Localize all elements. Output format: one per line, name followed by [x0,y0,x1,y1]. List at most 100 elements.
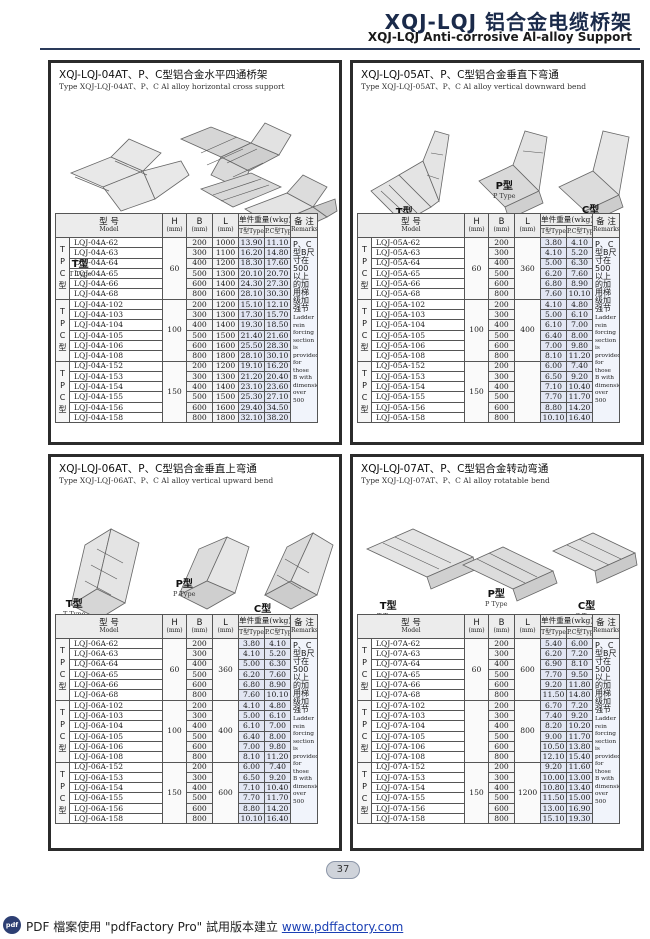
model-cell: LQJ-05A-156 [370,401,466,414]
pc-weight-cell: 8.90 [566,278,594,290]
b-cell: 800 [186,412,214,424]
model-cell: LQJ-04A-104 [68,319,164,331]
model-header-cn: 型 号 [99,217,119,228]
pc-weight-cell: 15.40 [566,751,594,763]
l-cell: 600 [514,638,542,701]
b-cell: 800 [488,813,516,825]
t-weight-cell: 17.30 [238,309,266,321]
t-weight-cell: 15.10 [540,813,568,825]
panel-title: XQJ-LQJ-06AT、P、C型铝合金垂直上弯通 [59,463,257,475]
upward-bend-illustration [70,528,334,620]
pc-weight-cell: 14.20 [264,802,292,815]
t-weight-cell: 8.10 [540,350,568,362]
h-header-label: H [171,618,178,629]
t-weight-cell: 7.70 [238,792,266,804]
t-weight-cell: 10.10 [238,813,266,825]
b-cell: 500 [488,391,516,403]
type-letter: T [362,646,367,656]
b-cell: 500 [186,792,214,804]
pc-weight-cell: 7.40 [566,360,594,372]
l-cell: 1600 [212,401,240,414]
model-cell: LQJ-06A-105 [68,730,164,742]
t-weight-cell: 6.40 [540,329,568,341]
b-cell: 400 [488,782,516,794]
t-weight-cell: 6.90 [540,658,568,670]
b-cell: 800 [186,813,214,825]
b-cell: 200 [488,699,516,712]
pc-type-header: P.C型Type [566,626,594,639]
panel-subtitle: Type XQJ-LQJ-05AT、P、C Al alloy vertical … [361,82,587,91]
pc-weight-cell: 30.10 [264,350,292,362]
model-cell: LQJ-04A-156 [68,401,164,414]
pc-weight-cell: 11.20 [264,751,292,763]
t-weight-cell: 12.10 [540,751,568,763]
panel-title: XQJ-LQJ-07AT、P、C型铝合金转动弯通 [361,463,549,475]
p-type-label: P型 P Type [173,579,196,598]
type-letter: P [362,658,367,668]
pc-weight-cell: 30.30 [264,288,292,300]
b-cell: 600 [488,802,516,815]
panel-title: XQJ-LQJ-05AT、P、C型铝合金垂直下弯通 [361,69,559,81]
b-cell: 200 [488,360,516,372]
remarks-header-cn: 备 注 [294,618,314,629]
remarks-en: Ladder rein forcing section is provided … [595,716,620,805]
b-cell: 800 [186,751,214,763]
type-letter: T [362,708,367,718]
pc-weight-cell: 7.20 [566,699,594,712]
h-header: H(mm) [464,614,490,639]
pc-weight-cell: 9.20 [566,710,594,722]
b-cell: 200 [186,637,214,650]
model-cell: LQJ-05A-65 [370,267,466,280]
model-cell: LQJ-07A-65 [370,668,466,681]
model-cell: LQJ-05A-158 [370,412,466,424]
pc-weight-cell: 14.20 [566,401,594,414]
model-cell: LQJ-06A-153 [68,771,164,784]
b-header-unit: (mm) [191,225,208,233]
model-cell: LQJ-06A-62 [68,637,164,650]
l-cell: 800 [514,699,542,763]
type-letter: T [60,708,65,718]
downward-bend-illustration [370,130,630,224]
t-weight-cell: 13.90 [238,236,266,249]
b-cell: 400 [488,658,516,670]
pc-type-header: P.C型Type [566,225,594,238]
t-weight-cell: 9.00 [540,730,568,742]
pc-weight-cell: 27.30 [264,278,292,290]
l-header: L(mm) [212,213,240,238]
pc-weight-cell: 15.00 [566,792,594,804]
pc-weight-cell: 20.40 [264,370,292,383]
b-cell: 200 [186,236,214,249]
t-weight-cell: 6.20 [540,267,568,280]
b-header-label: B [196,217,203,228]
l-cell: 1500 [212,329,240,341]
model-cell: LQJ-05A-104 [370,319,466,331]
footer-link[interactable]: www.pdffactory.com [281,920,404,934]
pc-weight-cell: 8.90 [264,679,292,691]
pc-weight-cell: 6.00 [566,637,594,650]
model-cell: LQJ-04A-63 [68,247,164,259]
b-cell: 600 [186,740,214,753]
b-cell: 200 [488,761,516,773]
b-cell: 500 [186,730,214,742]
b-header-label: B [498,217,505,228]
pc-weight-cell: 4.10 [566,236,594,249]
type-letter: 型 [58,404,67,414]
b-cell: 600 [488,278,516,290]
